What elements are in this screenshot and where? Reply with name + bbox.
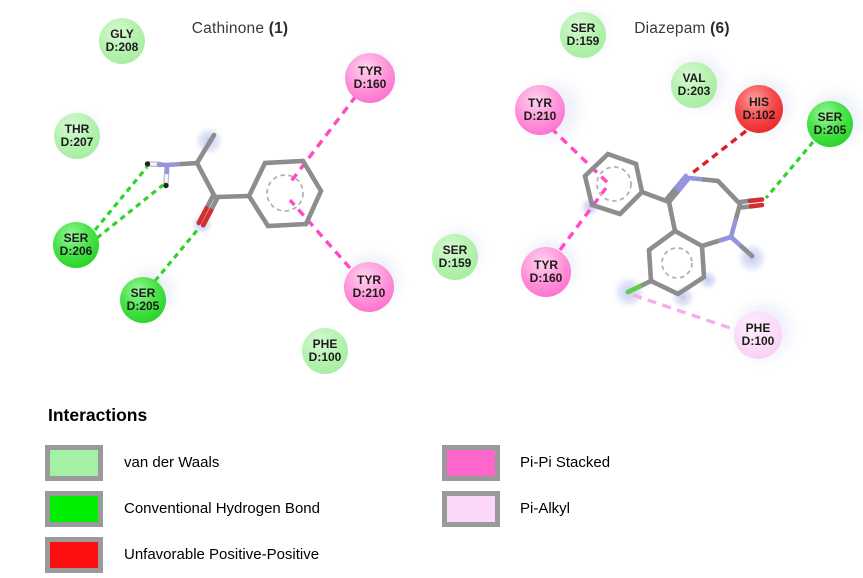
residue-name: SER	[130, 286, 156, 300]
atom-glows	[190, 125, 769, 310]
legend-swatch-vdw	[45, 445, 103, 481]
hydrogen-bond-line	[93, 165, 149, 232]
residue-position: D:205	[126, 299, 160, 313]
residue-position: D:159	[438, 256, 472, 270]
cathinone-interaction-lines	[93, 94, 358, 283]
residue-name: THR	[64, 122, 90, 136]
residue-name: TYR	[358, 64, 382, 78]
phenyl-ring	[246, 158, 324, 229]
pi-alkyl-line	[632, 293, 737, 332]
fused-benzene-ring	[646, 228, 707, 297]
residue-name: TYR	[534, 258, 558, 272]
hydrogen-bond-line	[764, 140, 815, 200]
hydrogen-bond-line	[153, 226, 201, 283]
residue-name: TYR	[528, 96, 552, 110]
residue-position: D:210	[523, 109, 557, 123]
residue-position: D:203	[677, 84, 711, 98]
residue-name: SER	[442, 243, 468, 257]
polar-hydrogen-atom	[163, 182, 169, 189]
residue-position: D:207	[60, 135, 94, 149]
residue-position: D:208	[105, 40, 139, 54]
legend-swatch-pipi	[442, 445, 500, 481]
compound-name: Cathinone	[191, 20, 265, 37]
compound-number: (6)	[710, 20, 730, 37]
panel-title-cathinone: Cathinone (1)	[170, 20, 310, 38]
legend-label-hbond: Conventional Hydrogen Bond	[124, 500, 320, 517]
pi-pi-line	[288, 198, 352, 270]
legend-label-pipi: Pi-Pi Stacked	[520, 454, 611, 471]
aromatic-ring-circle	[266, 174, 304, 212]
hydrogen-bond-line	[95, 183, 165, 240]
residue-name: VAL	[682, 71, 706, 85]
legend-label-vdw: van der Waals	[124, 454, 220, 471]
residue-position: D:206	[59, 244, 93, 258]
phenyl-ring	[582, 151, 645, 217]
legend-heading: Interactions	[48, 405, 148, 425]
residue-name: HIS	[748, 95, 769, 109]
residue-name: SER	[817, 110, 843, 124]
compound-number: (1)	[268, 20, 289, 37]
aromatic-ring-circle	[661, 247, 693, 279]
cathinone-structure	[144, 132, 324, 229]
carbonyl-oxygen	[196, 206, 214, 228]
chlorine-atom	[625, 284, 642, 295]
polar-hydrogen-atom	[144, 161, 151, 167]
compound-name: Diazepam	[634, 20, 706, 37]
residue-name: PHE	[745, 321, 771, 335]
pi-pi-line	[287, 94, 358, 186]
residue-position: D:205	[813, 123, 847, 137]
legend-label-unfavorable: Unfavorable Positive-Positive	[124, 546, 320, 563]
residue-name: TYR	[357, 273, 381, 287]
residue-position: D:100	[741, 334, 775, 348]
residue-name: SER	[570, 21, 596, 35]
diazepam-structure	[582, 151, 765, 297]
residue-position: D:160	[353, 77, 387, 91]
residue-position: D:159	[566, 34, 600, 48]
legend-swatch-unfavorable	[45, 537, 103, 573]
legend-label-pialkyl: Pi-Alkyl	[520, 500, 571, 517]
residue-name: SER	[63, 231, 89, 245]
residue-position: D:160	[529, 271, 563, 285]
nitrogen-bonds	[156, 161, 185, 175]
carbonyl-oxygen	[747, 197, 765, 209]
diazepam-interaction-lines	[549, 126, 815, 332]
panel-title-diazepam: Diazepam (6)	[612, 20, 752, 38]
residue-name: PHE	[312, 337, 338, 351]
residue-position: D:100	[308, 350, 342, 364]
residue-name: GLY	[110, 27, 134, 41]
legend-swatch-pialkyl	[442, 491, 500, 527]
aromatic-ring-circle	[596, 166, 632, 202]
legend-swatch-hbond	[45, 491, 103, 527]
residue-position: D:210	[352, 286, 386, 300]
residue-position: D:102	[742, 108, 776, 122]
